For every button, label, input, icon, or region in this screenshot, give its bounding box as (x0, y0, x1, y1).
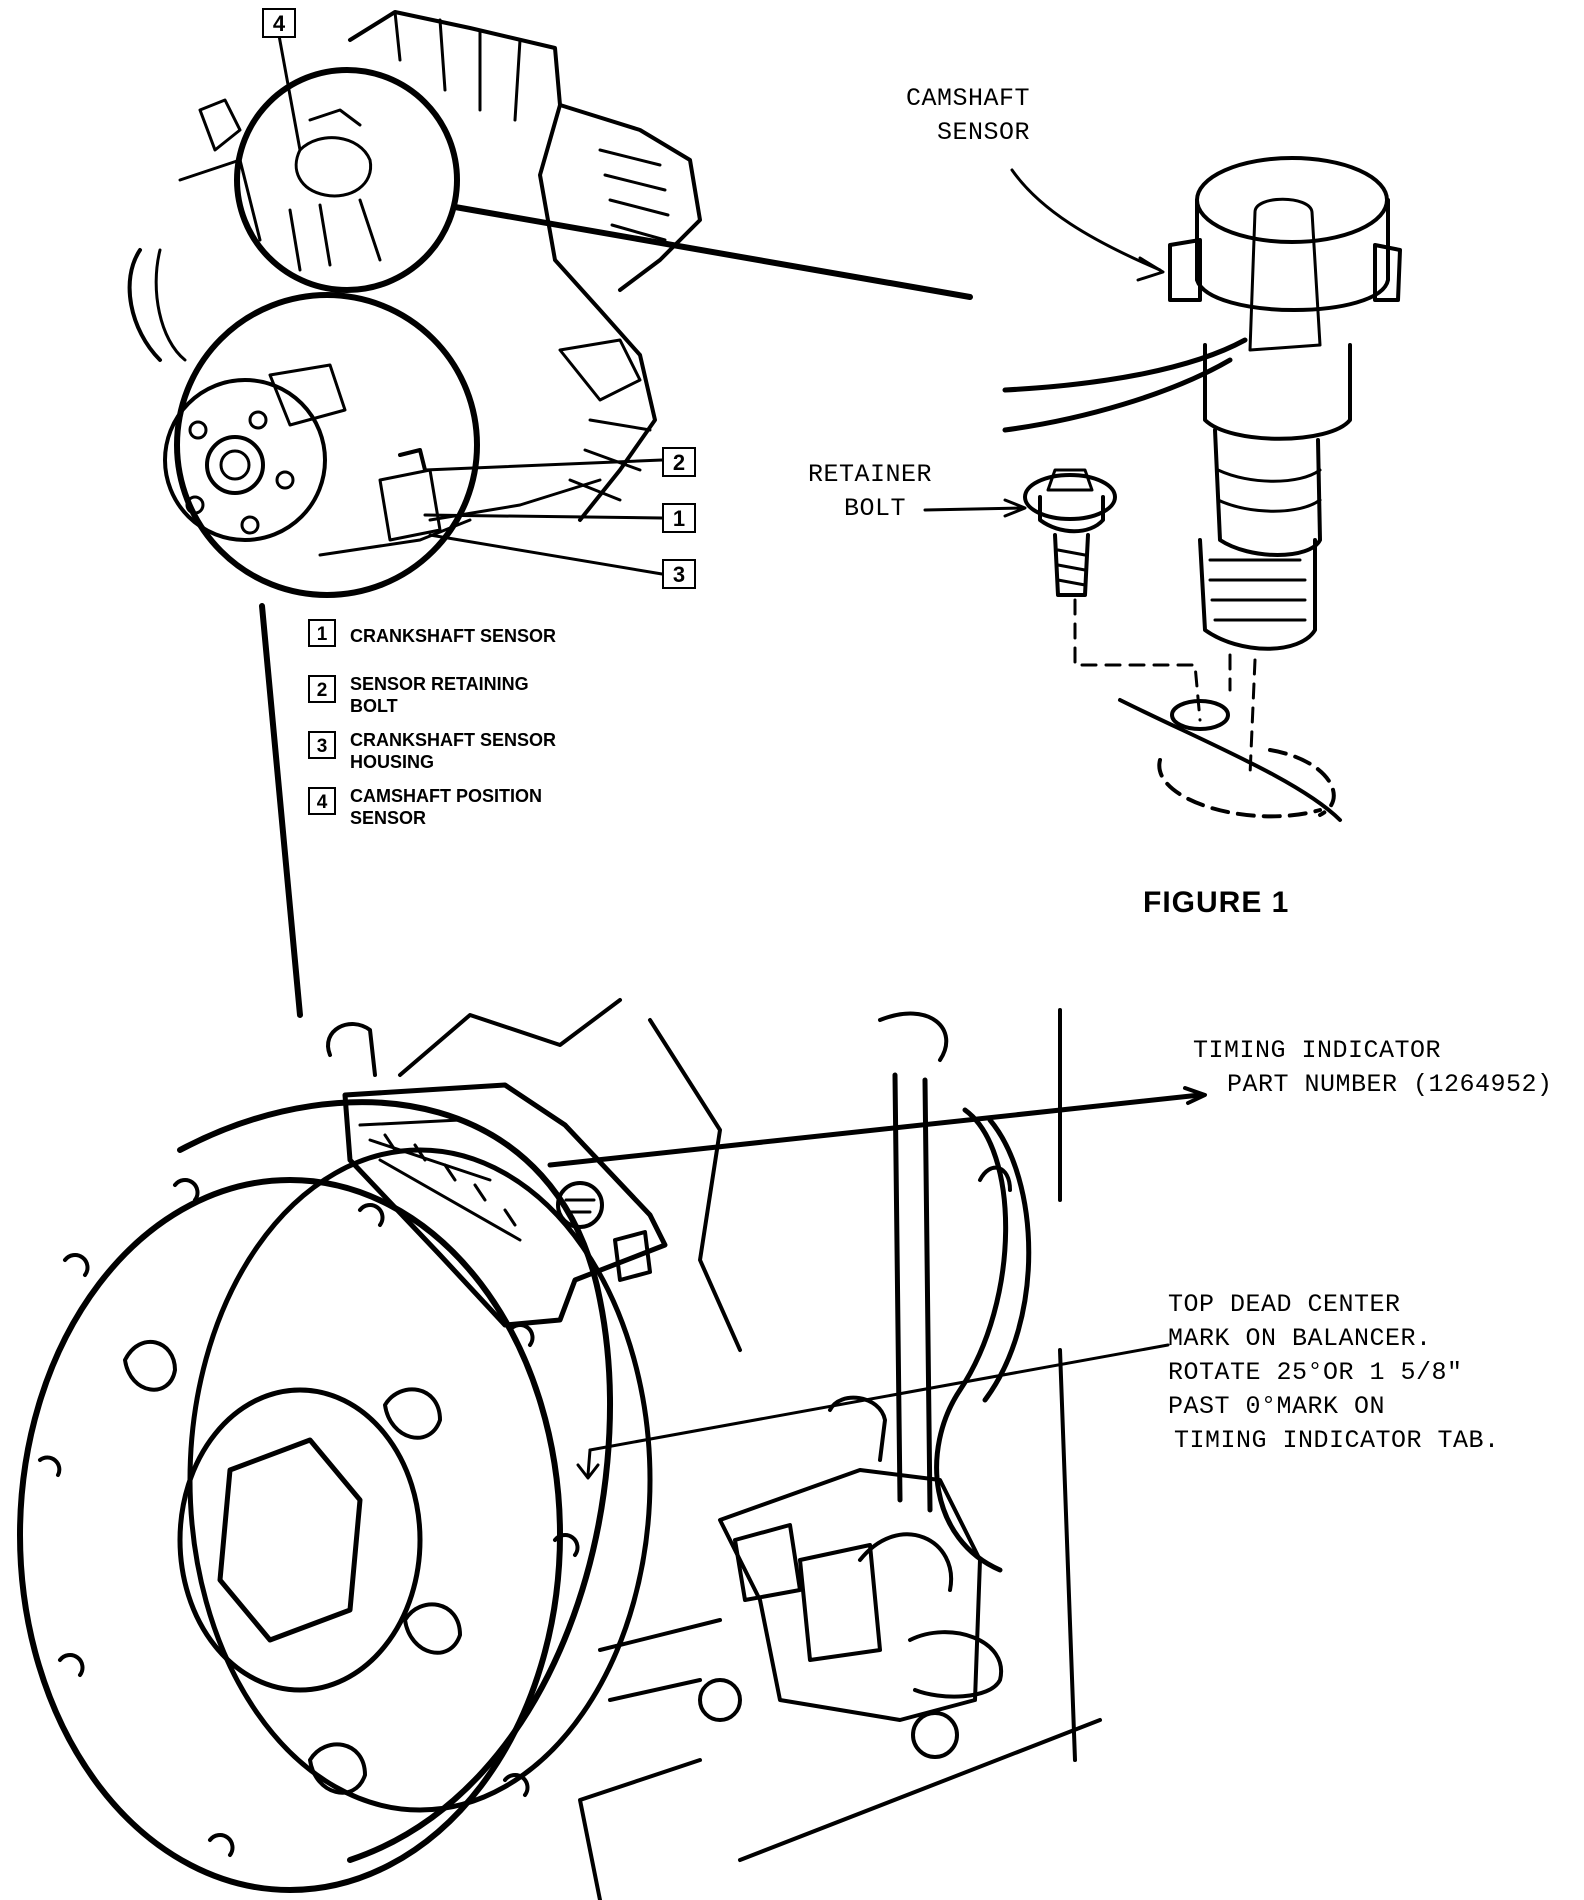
legend-item-1: 1 CRANKSHAFT SENSOR (308, 617, 628, 671)
label-line: ROTATE 25°OR 1 5/8" (1168, 1358, 1463, 1387)
crankshaft-sensor-zoom-circle (174, 292, 480, 598)
crankshaft-detail (163, 363, 442, 542)
legend-text: CAMSHAFT POSITION SENSOR (350, 786, 542, 828)
legend-item-2: 2 SENSOR RETAINING BOLT (308, 673, 588, 727)
label-line: SENSOR (936, 118, 1030, 147)
label-line: PAST 0°MARK ON (1168, 1392, 1386, 1421)
connector-to-timing-detail (259, 603, 303, 1018)
label-line: TIMING INDICATOR (1193, 1036, 1442, 1065)
crankshaft-sensor-assembly (718, 1468, 982, 1722)
harmonic-balancer-illustration (17, 998, 1207, 1900)
tdc-leader (588, 1343, 1170, 1452)
callout-leader-2 (423, 458, 664, 472)
camshaft-label-arrow (1010, 168, 1162, 272)
label-line: CAMSHAFT (905, 84, 1030, 113)
label-line: RETAINER (808, 460, 933, 489)
retainer-bolt-label: RETAINER BOLT (808, 458, 932, 526)
callout-box-1: 1 (662, 503, 696, 533)
legend-text: SENSOR RETAINING BOLT (350, 674, 529, 716)
callout-box-4: 4 (262, 8, 296, 38)
label-line: PART NUMBER (1264952) (1227, 1070, 1553, 1099)
callout-box-2: 2 (662, 447, 696, 477)
parts-legend: 1 CRANKSHAFT SENSOR 2 SENSOR RETAINING B… (308, 617, 628, 841)
camshaft-sensor-illustration (923, 156, 1402, 822)
callout-leader-4 (276, 28, 302, 152)
timing-indicator-label: TIMING INDICATOR PART NUMBER (1264952) (1193, 1034, 1553, 1102)
label-line: BOLT (844, 494, 907, 523)
connector-to-camshaft-sensor (452, 204, 973, 300)
camshaft-sensor-label: CAMSHAFT SENSOR (890, 82, 1030, 150)
legend-item-3: 3 CRANKSHAFT SENSOR HOUSING (308, 729, 628, 783)
legend-item-4: 4 CAMSHAFT POSITION SENSOR (308, 785, 628, 839)
legend-text: CRANKSHAFT SENSOR (350, 626, 557, 646)
legend-number: 3 (308, 731, 336, 759)
figure-title: FIGURE 1 (1143, 886, 1290, 919)
legend-number: 1 (308, 619, 336, 647)
timing-indicator-tab (342, 1082, 668, 1328)
timing-indicator-leader (547, 1092, 1203, 1168)
legend-text: CRANKSHAFT SENSOR HOUSING (350, 730, 557, 772)
label-line: TOP DEAD CENTER (1168, 1290, 1401, 1319)
camshaft-detail (288, 108, 382, 272)
callout-box-3: 3 (662, 559, 696, 589)
label-line: TIMING INDICATOR TAB. (1174, 1426, 1500, 1455)
callout-leader-1 (423, 513, 664, 520)
legend-number: 2 (308, 675, 336, 703)
camshaft-sensor-zoom-circle (234, 67, 460, 293)
retainer-bolt-arrow (923, 506, 1022, 512)
legend-number: 4 (308, 787, 336, 815)
tdc-label: TOP DEAD CENTER MARK ON BALANCER. ROTATE… (1168, 1288, 1500, 1458)
label-line: MARK ON BALANCER. (1168, 1324, 1432, 1353)
callout-leader-3 (428, 533, 664, 576)
